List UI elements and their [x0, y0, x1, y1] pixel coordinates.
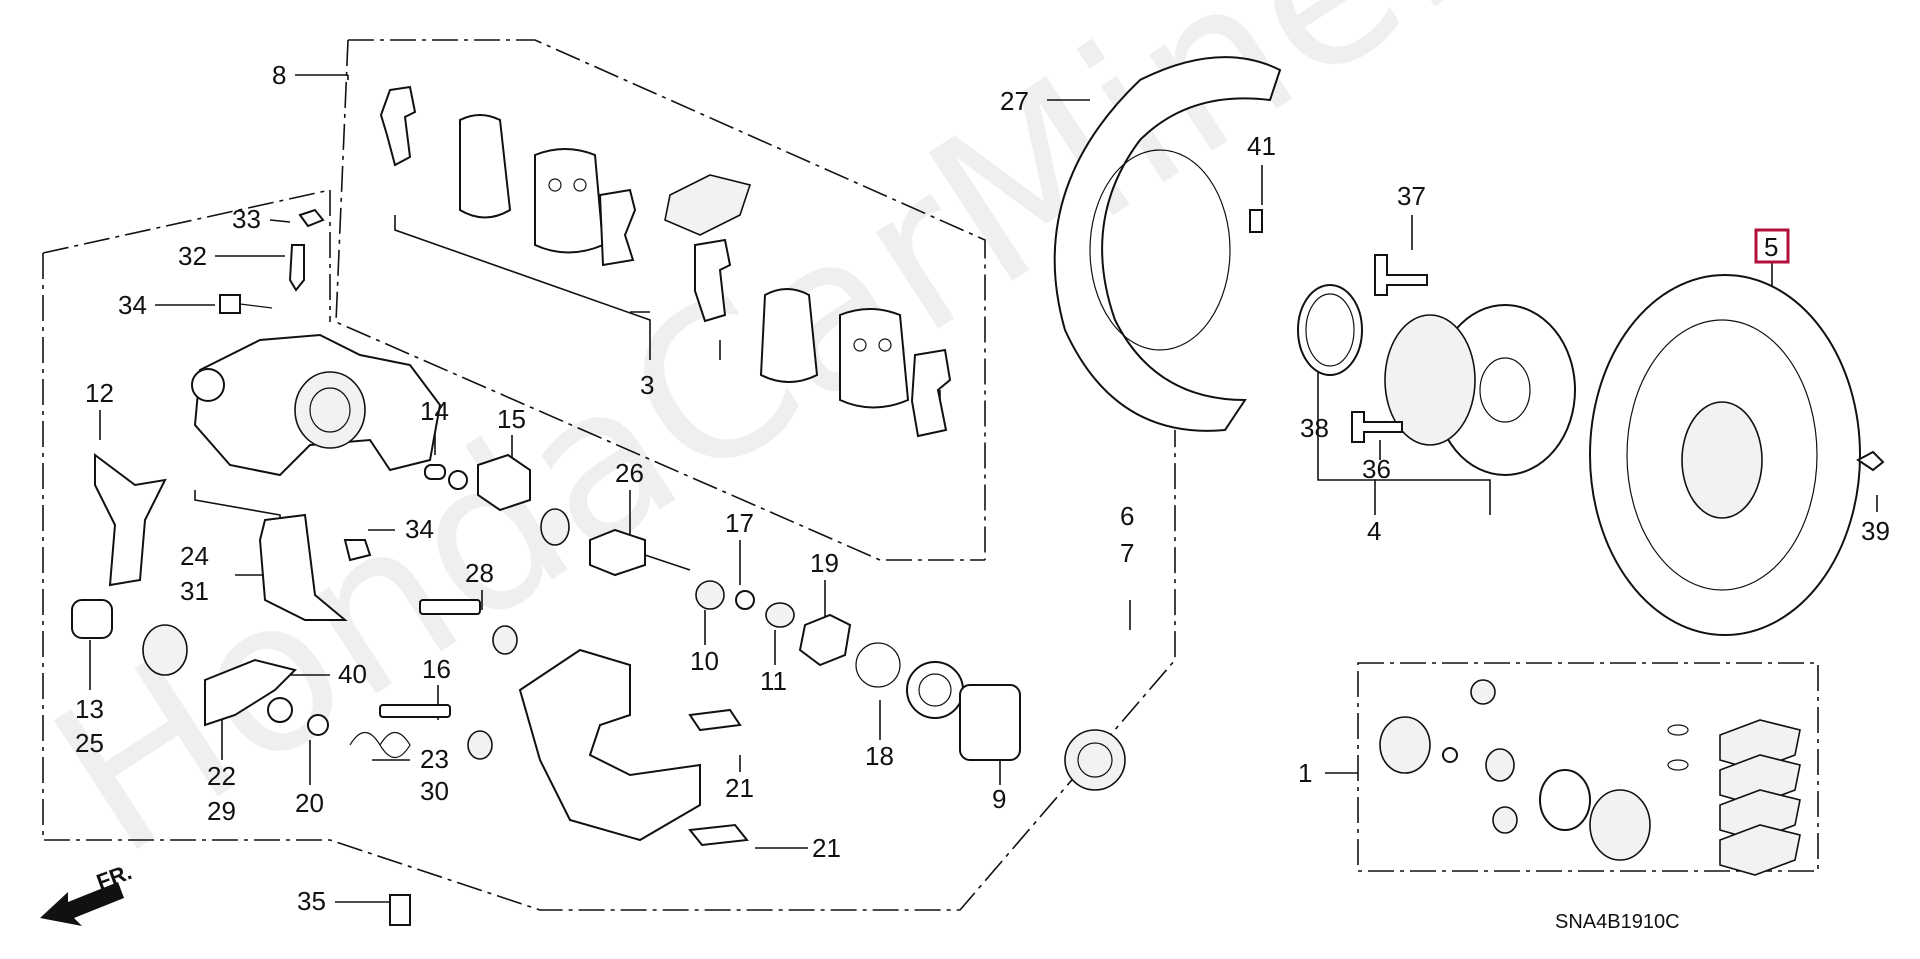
callout-33[interactable]: 33: [232, 204, 261, 234]
callout-13[interactable]: 13: [75, 694, 104, 724]
callout-24[interactable]: 24: [180, 541, 209, 571]
callout-26[interactable]: 26: [615, 458, 644, 488]
callout-40[interactable]: 40: [338, 659, 367, 689]
callout-35[interactable]: 35: [297, 886, 326, 916]
callout-39[interactable]: 39: [1861, 516, 1890, 546]
callout-11[interactable]: 11: [760, 666, 787, 696]
leader-lines: [89, 74, 1878, 903]
group-outlines: [42, 39, 1819, 911]
callout-23[interactable]: 23: [420, 744, 449, 774]
kit-box-parts: [1379, 679, 1801, 876]
callout-37[interactable]: 37: [1397, 181, 1426, 211]
callout-36[interactable]: 36: [1362, 454, 1391, 484]
brake-disc: [1589, 274, 1885, 636]
callout-15[interactable]: 15: [497, 404, 526, 434]
callout-31[interactable]: 31: [180, 576, 209, 606]
callout-14[interactable]: 14: [420, 396, 449, 426]
callout-27[interactable]: 27: [1000, 86, 1029, 116]
piston-assembly: [589, 528, 1126, 847]
hub-assembly: [1297, 254, 1576, 476]
dust-shield: [1053, 56, 1282, 432]
caliper-bracket: [389, 648, 701, 926]
callout-21-lower[interactable]: 21: [812, 833, 841, 863]
callout-29[interactable]: 29: [207, 796, 236, 826]
callout-22[interactable]: 22: [207, 761, 236, 791]
callout-19[interactable]: 19: [810, 548, 839, 578]
callout-34-lower[interactable]: 34: [405, 514, 434, 544]
callout-30[interactable]: 30: [420, 776, 449, 806]
diagram-code: SNA4B1910C: [1555, 911, 1680, 933]
callout-20[interactable]: 20: [295, 788, 324, 818]
callout-6[interactable]: 6: [1120, 501, 1134, 531]
brake-pad-set: [379, 85, 952, 438]
callout-21-upper[interactable]: 21: [725, 773, 754, 803]
callout-34-upper[interactable]: 34: [118, 290, 147, 320]
callout-10[interactable]: 10: [690, 646, 719, 676]
callout-3[interactable]: 3: [640, 370, 654, 400]
callout-labels: 8 3 27 41 37 5 38 36 4 39 33 32 34 12 14…: [75, 60, 1890, 916]
caliper-body: [191, 333, 442, 477]
callout-4[interactable]: 4: [1367, 516, 1381, 546]
callout-38[interactable]: 38: [1300, 413, 1329, 443]
callout-8[interactable]: 8: [272, 60, 286, 90]
callout-9[interactable]: 9: [992, 784, 1006, 814]
callout-32[interactable]: 32: [178, 241, 207, 271]
small-hardware: [71, 208, 570, 760]
callout-1[interactable]: 1: [1298, 758, 1312, 788]
callout-16[interactable]: 16: [422, 654, 451, 684]
callout-17[interactable]: 17: [725, 508, 754, 538]
callout-25[interactable]: 25: [75, 728, 104, 758]
callout-7[interactable]: 7: [1120, 538, 1134, 568]
callout-41[interactable]: 41: [1247, 131, 1276, 161]
callout-18[interactable]: 18: [865, 741, 894, 771]
callout-5[interactable]: 5: [1764, 232, 1778, 262]
callout-12[interactable]: 12: [85, 378, 114, 408]
highlight-box: [1754, 228, 1790, 264]
callout-28[interactable]: 28: [465, 558, 494, 588]
